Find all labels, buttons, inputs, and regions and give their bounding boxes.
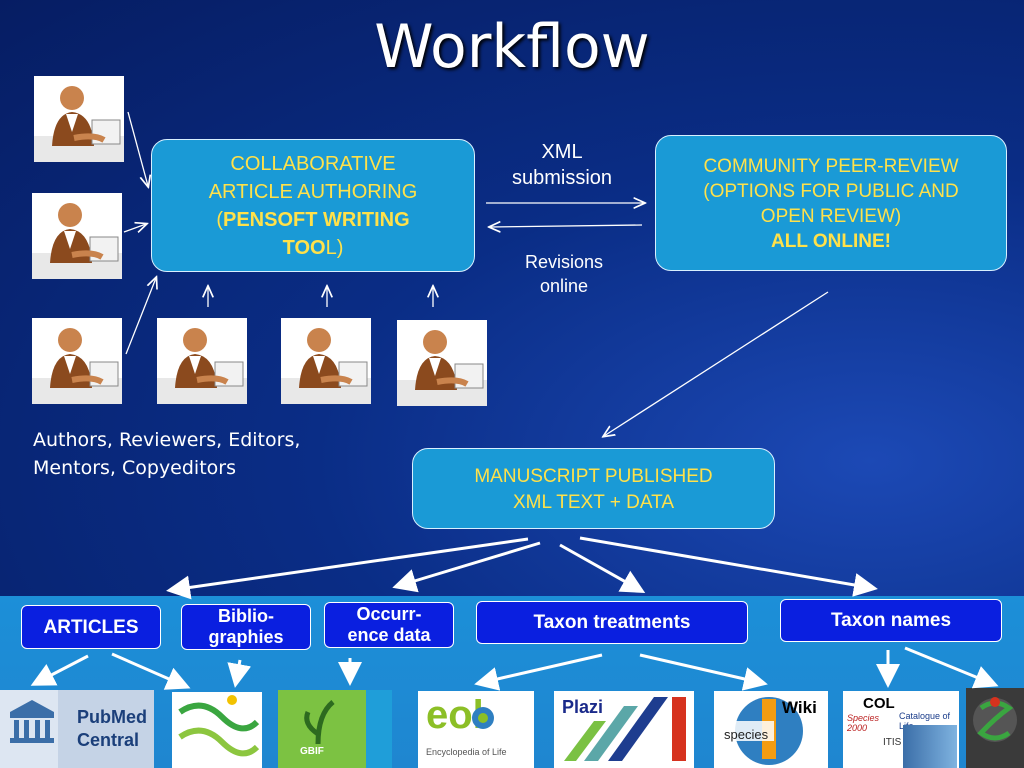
taxon-names-label: Taxon names bbox=[830, 610, 952, 631]
revisions-online-label: Revisions online bbox=[500, 250, 628, 298]
eol-subtitle: Encyclopedia of Life bbox=[426, 747, 507, 757]
roles-line2: Mentors, Copyeditors bbox=[33, 457, 236, 479]
occurrence-pill: Occurr- ence data bbox=[324, 602, 454, 648]
authoring-line2: ARTICLE AUTHORING bbox=[208, 181, 418, 203]
arrow-names-to-wikispecies bbox=[904, 646, 999, 689]
bibliographies-pill: Biblio- graphies bbox=[181, 604, 311, 650]
wikispecies-logo: Wiki species bbox=[714, 691, 828, 768]
xml-submission-label: XML submission bbox=[490, 139, 634, 191]
pubmed-text: PubMed bbox=[77, 707, 147, 727]
gbif-text: GBIF bbox=[300, 746, 324, 757]
authoring-line4: TOOL) bbox=[152, 234, 474, 262]
arrow-to-articles bbox=[166, 537, 529, 600]
col-text: COL bbox=[863, 695, 895, 712]
species-text: species bbox=[724, 727, 769, 742]
species2000-text: Species 2000 bbox=[847, 713, 880, 733]
page-title: Workflow bbox=[374, 12, 650, 82]
published-line2: XML TEXT + DATA bbox=[512, 492, 675, 513]
person-icon bbox=[157, 318, 247, 404]
arrow-person3-to-authoring bbox=[125, 278, 156, 355]
review-line2: (OPTIONS FOR PUBLIC AND bbox=[703, 181, 959, 202]
arrow-biblio-down bbox=[227, 659, 252, 688]
arrow-to-treatments bbox=[559, 543, 646, 593]
taxon-names-pill: Taxon names bbox=[780, 599, 1002, 642]
arrow-to-occurrence bbox=[392, 541, 541, 593]
plazi-logo: Plazi bbox=[554, 691, 694, 768]
published-line1: MANUSCRIPT PUBLISHED bbox=[474, 466, 713, 487]
pubmed-central-logo: PubMed Central bbox=[0, 690, 154, 768]
wikispecies-puzzle-logo bbox=[966, 688, 1024, 768]
itis-text: ITIS bbox=[883, 737, 902, 748]
authoring-paren: ( bbox=[216, 209, 223, 231]
taxon-treatments-pill: Taxon treatments bbox=[476, 601, 748, 644]
arrow-person1-to-authoring bbox=[127, 111, 148, 186]
review-line3: OPEN REVIEW) bbox=[760, 206, 902, 227]
gbif-logo: GBIF bbox=[278, 690, 392, 768]
person-icon bbox=[32, 318, 122, 404]
xml-label-line2: submission bbox=[511, 167, 613, 189]
revisions-line2: online bbox=[539, 276, 589, 296]
roles-line1: Authors, Reviewers, Editors, bbox=[33, 429, 301, 451]
review-box: COMMUNITY PEER-REVIEW (OPTIONS FOR PUBLI… bbox=[655, 135, 1007, 271]
published-box: MANUSCRIPT PUBLISHED XML TEXT + DATA bbox=[412, 448, 775, 529]
eol-logo: eol Encyclopedia of Life bbox=[418, 691, 534, 768]
plazi-text: Plazi bbox=[562, 697, 604, 717]
taxon-treatments-label: Taxon treatments bbox=[533, 612, 691, 633]
authoring-tool-name: PENSOFT WRITING bbox=[223, 209, 410, 231]
authoring-tool-end: TOO bbox=[282, 237, 326, 259]
bibliographies-line1: Biblio- bbox=[218, 606, 274, 626]
person-icon bbox=[34, 76, 124, 162]
authoring-box: COLLABORATIVE ARTICLE AUTHORING (PENSOFT… bbox=[151, 139, 475, 272]
authoring-line3: (PENSOFT WRITING bbox=[152, 206, 474, 234]
dna-logo bbox=[172, 692, 262, 768]
review-line1: COMMUNITY PEER-REVIEW bbox=[703, 156, 959, 177]
review-all-online: ALL ONLINE! bbox=[771, 231, 891, 252]
authoring-line1: COLLABORATIVE bbox=[230, 153, 396, 175]
person-icon bbox=[32, 193, 122, 279]
col-logo: COL Species 2000 Catalogue of Life ITIS bbox=[843, 691, 959, 768]
arrow-articles-to-pubmed bbox=[30, 654, 89, 686]
arrow-person2-to-authoring bbox=[123, 224, 146, 232]
occurrence-line1: Occurr- bbox=[356, 604, 422, 624]
authoring-tool-tail: L) bbox=[325, 237, 344, 259]
arrow-to-names bbox=[579, 536, 878, 597]
arrow-treatments-to-wiki bbox=[639, 653, 768, 691]
arrow-review-to-published bbox=[604, 291, 829, 436]
articles-pill: ARTICLES bbox=[21, 605, 161, 649]
arrow-articles-to-dna bbox=[111, 652, 191, 690]
arrow-treatments-to-eol bbox=[474, 653, 603, 691]
person-icon bbox=[281, 318, 371, 404]
arrow-revisions bbox=[490, 225, 643, 227]
wiki-text: Wiki bbox=[782, 698, 817, 717]
articles-label: ARTICLES bbox=[43, 616, 139, 638]
occurrence-line2: ence data bbox=[347, 625, 431, 645]
person-icon bbox=[397, 320, 487, 406]
review-line4: ALL ONLINE! bbox=[656, 229, 1006, 254]
revisions-line1: Revisions bbox=[524, 252, 604, 272]
bibliographies-line2: graphies bbox=[208, 627, 284, 647]
roles-label: Authors, Reviewers, Editors, Mentors, Co… bbox=[33, 426, 393, 482]
central-text: Central bbox=[77, 730, 140, 750]
xml-label-line1: XML bbox=[541, 141, 583, 163]
